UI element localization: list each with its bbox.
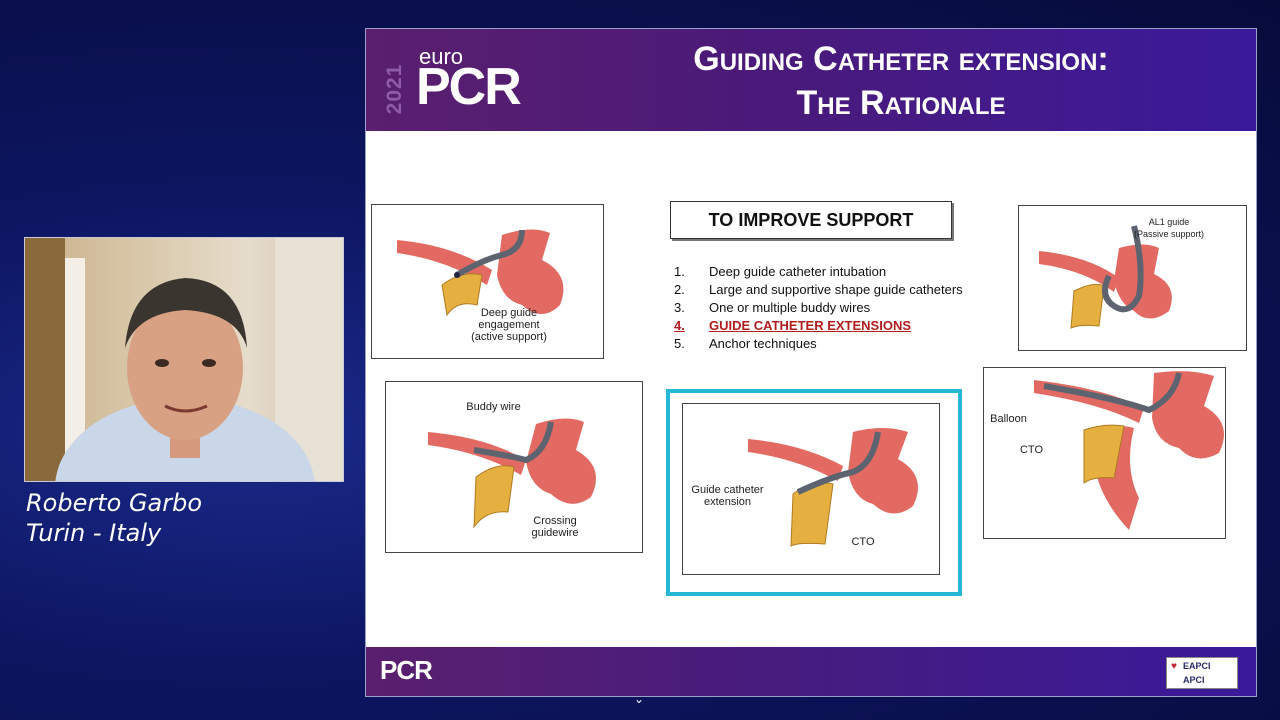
passive-support-label: (Passive support) (1133, 229, 1205, 239)
figure-deep-guide: Deep guide engagement (active support) (371, 204, 604, 359)
caption-buddy-wire: Buddy wire (466, 401, 521, 413)
speaker-name: Roberto Garbo (26, 489, 203, 517)
figure-balloon-cto: Balloon CTO (983, 367, 1226, 539)
list-text: Anchor techniques (709, 336, 817, 351)
list-number: 5. (674, 336, 685, 351)
list-number: 3. (674, 300, 685, 315)
list-number: 1. (674, 264, 685, 279)
figure-buddy-wire: Buddy wire Crossing guidewire (385, 381, 643, 553)
caption-cto-center: CTO (851, 536, 875, 548)
figure-al1-guide: AL1 guide (Passive support) (1018, 205, 1247, 351)
caption-deep-guide: Deep guide engagement (active support) (471, 307, 547, 343)
slide-title: Guiding Catheter extension: The Rational… (556, 37, 1246, 125)
logo-pcr: PCR (416, 58, 522, 116)
speaker-location: Turin - Italy (26, 519, 162, 547)
highlight-frame (666, 389, 962, 596)
heart-icon: ♥ (1171, 661, 1177, 672)
logo-euro: euro (419, 44, 464, 69)
list-item: 3. One or multiple buddy wires (674, 299, 974, 317)
heart-illustration (1039, 225, 1172, 329)
speaker-video (24, 237, 344, 482)
presentation-slide: 2021 euro PCR Guiding Catheter extension… (365, 28, 1257, 697)
list-number: 2. (674, 282, 685, 297)
eapci-label: EAPCI (1183, 661, 1211, 671)
figure-guide-extension: Guide catheter extension CTO (682, 403, 940, 575)
slide-header: 2021 euro PCR Guiding Catheter extension… (366, 29, 1256, 131)
list-item-highlighted: 4. GUIDE CATHETER EXTENSIONS (674, 317, 974, 335)
footer-pcr-logo: PCR (380, 655, 433, 685)
heart-illustration (397, 229, 564, 317)
slide-footer: PCR ♥ EAPCI APCI (366, 647, 1256, 696)
list-item: 2. Large and supportive shape guide cathe… (674, 281, 974, 299)
support-heading: TO IMPROVE SUPPORT (670, 201, 952, 239)
caption-balloon: Balloon (990, 413, 1027, 425)
support-list: 1. Deep guide catheter intubation 2. Large… (674, 263, 974, 353)
eapci-logo: ♥ EAPCI APCI (1166, 657, 1238, 689)
caption-guide-extension: Guide catheter extension (691, 484, 764, 508)
caption-al1-guide: AL1 guide (Passive support) (1124, 216, 1214, 240)
eapci-label-2: APCI (1183, 675, 1205, 685)
list-item: 1. Deep guide catheter intubation (674, 263, 974, 281)
slide-title-line2: The Rationale (796, 84, 1006, 122)
list-text: Large and supportive shape guide cathete… (709, 282, 963, 297)
heart-illustration (748, 428, 918, 547)
list-text: GUIDE CATHETER EXTENSIONS (709, 318, 912, 333)
logo-year: 2021 (383, 63, 406, 115)
al1-label: AL1 guide (1148, 217, 1190, 227)
speaker-image (25, 238, 343, 481)
heart-illustration (428, 418, 596, 529)
heart-illustration (1034, 371, 1224, 530)
chevron-down-icon[interactable]: ⌄ (634, 692, 645, 706)
list-item: 5. Anchor techniques (674, 335, 974, 353)
slide-title-line1: Guiding Catheter extension: (693, 40, 1109, 78)
caption-crossing-guidewire: Crossing guidewire (531, 515, 579, 539)
caption-cto-right: CTO (1019, 444, 1044, 456)
list-text: Deep guide catheter intubation (709, 264, 887, 279)
list-text: One or multiple buddy wires (709, 300, 871, 315)
list-number: 4. (674, 318, 685, 333)
